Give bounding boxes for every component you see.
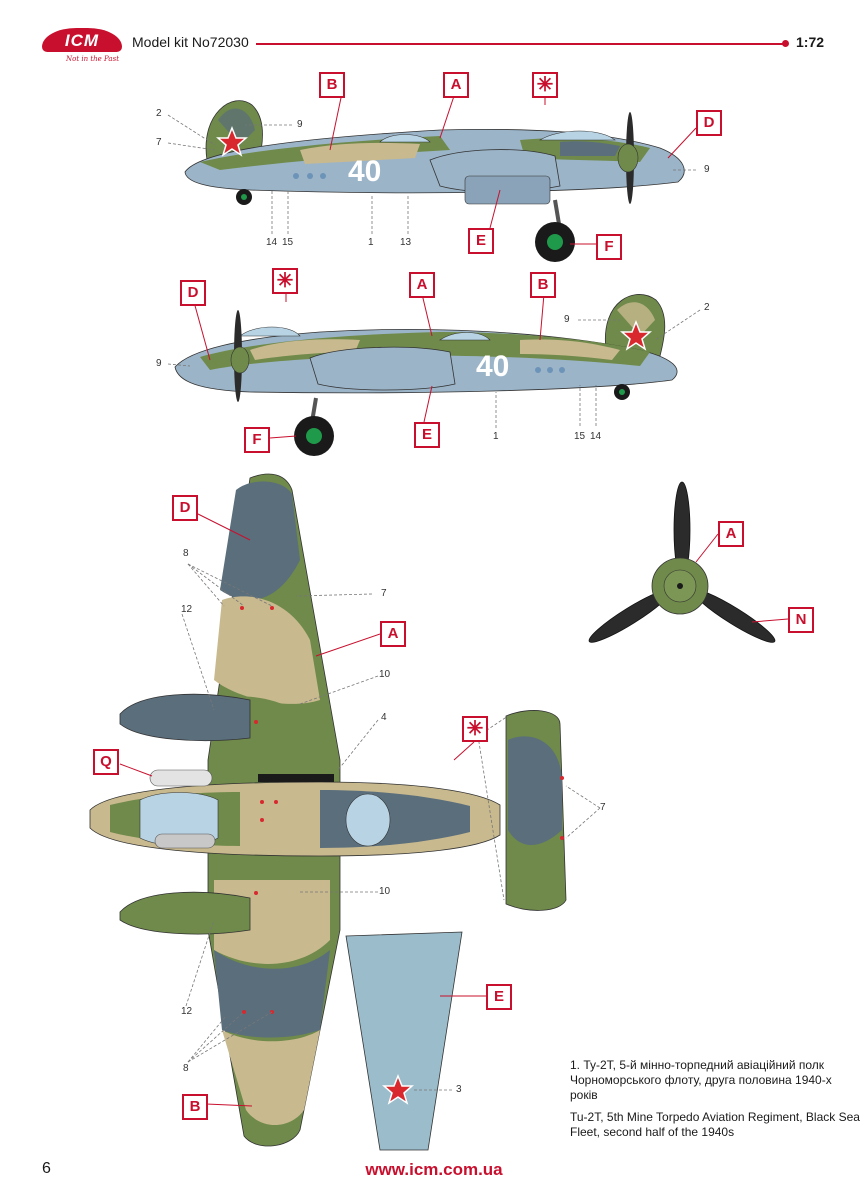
underside-wing (345, 931, 486, 1151)
label-10-top: 10 (379, 669, 391, 680)
callout-N-prop: N (788, 607, 814, 633)
label-9b-side2: 9 (564, 314, 570, 325)
top-view (89, 473, 601, 1147)
label-9-side1: 9 (297, 119, 303, 130)
callout-D-side1: D (696, 110, 722, 136)
label-8b-top: 8 (183, 1063, 189, 1074)
label-2-side1: 2 (156, 108, 162, 119)
callout-star-side1: ✳ (532, 72, 558, 98)
logo-text: ICM (64, 31, 100, 50)
callout-E-underwing: E (486, 984, 512, 1010)
label-1-side2: 1 (493, 431, 499, 442)
label-13-side1: 13 (400, 237, 412, 248)
side-view-right: 40 (167, 293, 701, 456)
callout-B-side1: B (319, 72, 345, 98)
label-15-side1: 15 (282, 237, 294, 248)
label-7-side1: 7 (156, 137, 162, 148)
callout-A-top: A (380, 621, 406, 647)
label-3-underwing: 3 (456, 1084, 462, 1095)
scheme-caption: 1. Ту-2Т, 5-й мінно-торпедний авіаційний… (570, 1058, 860, 1140)
label-14-side1: 14 (266, 237, 278, 248)
scale-label: 1:72 (796, 34, 825, 50)
label-1-side1: 1 (368, 237, 374, 248)
page-number: 6 (42, 1160, 51, 1177)
callout-B-top: B (182, 1094, 208, 1120)
label-2-side2: 2 (704, 302, 710, 313)
callout-A-prop: A (718, 521, 744, 547)
callout-D-top: D (172, 495, 198, 521)
logo-tagline: Not in the Past (66, 55, 120, 63)
callout-F-side1: F (596, 234, 622, 260)
icm-logo: ICM Not in the Past (42, 28, 122, 68)
callout-A-side2: A (409, 272, 435, 298)
label-10b-top: 10 (379, 886, 391, 897)
label-9-side2: 9 (156, 358, 162, 369)
label-9b-side1: 9 (704, 164, 710, 175)
header-rule-dot (782, 40, 789, 47)
side-code-2: 40 (476, 350, 509, 383)
label-4-top: 4 (381, 712, 387, 723)
label-12b-top: 12 (181, 1006, 193, 1017)
callout-D-side2: D (180, 280, 206, 306)
callout-A-side1: A (443, 72, 469, 98)
side-view-left: 40 (167, 92, 697, 262)
label-15-side2: 15 (574, 431, 586, 442)
label-12-top: 12 (181, 604, 193, 615)
side-code-1: 40 (348, 155, 381, 188)
callout-star-side2: ✳ (272, 268, 298, 294)
label-14-side2: 14 (590, 431, 602, 442)
callout-E-side2: E (414, 422, 440, 448)
callout-Q-top: Q (93, 749, 119, 775)
website-link[interactable]: www.icm.com.ua (365, 1160, 503, 1179)
callout-B-side2: B (530, 272, 556, 298)
callout-E-side1: E (468, 228, 494, 254)
caption-ukrainian: 1. Ту-2Т, 5-й мінно-торпедний авіаційний… (570, 1058, 832, 1102)
kit-number: Model kit No72030 (132, 34, 249, 50)
label-8-top: 8 (183, 548, 189, 559)
label-7-top: 7 (381, 588, 387, 599)
callout-star-top: ✳ (462, 716, 488, 742)
caption-english: Tu-2T, 5th Mine Torpedo Aviation Regimen… (570, 1110, 860, 1139)
propeller-view (588, 481, 789, 643)
label-7b-top: 7 (600, 802, 606, 813)
page-header: ICM Not in the Past Model kit No72030 1:… (0, 0, 868, 70)
callout-F-side2: F (244, 427, 270, 453)
header-rule (256, 43, 786, 45)
